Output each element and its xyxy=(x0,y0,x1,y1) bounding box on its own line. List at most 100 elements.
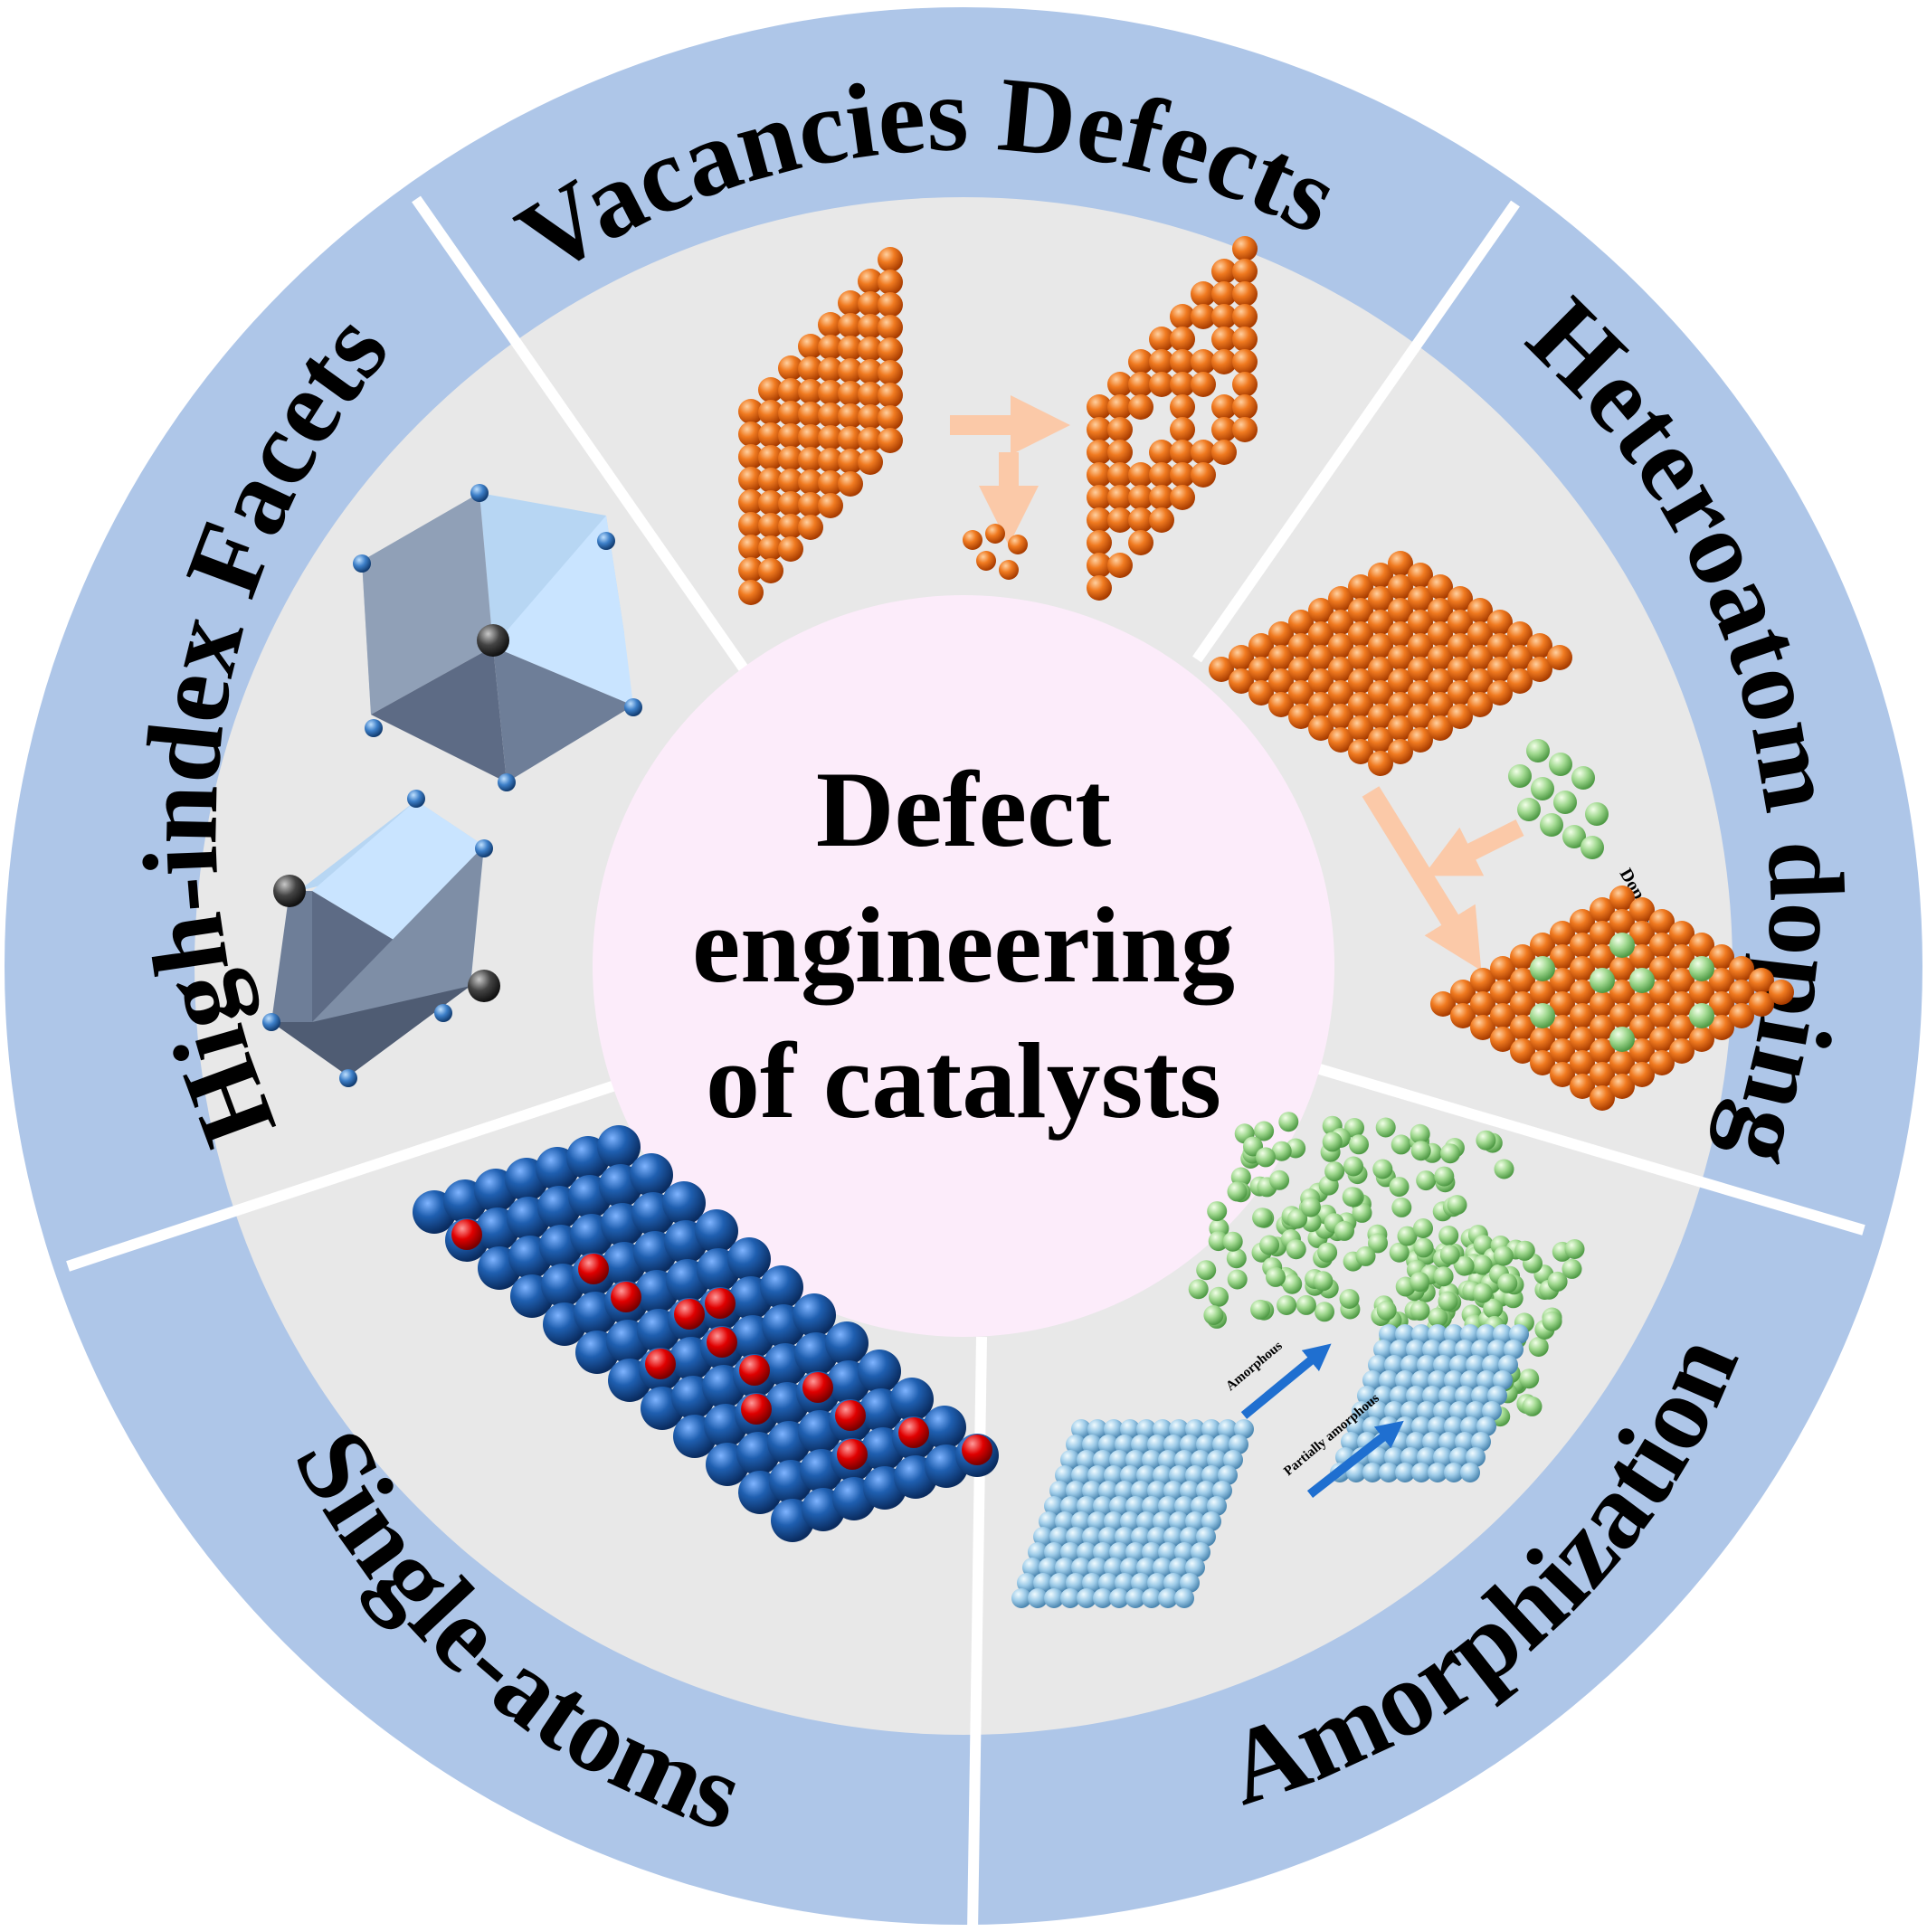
vertex-atom xyxy=(434,1004,452,1022)
orange-atom xyxy=(1470,1015,1495,1040)
orange-atom xyxy=(818,312,843,337)
orange-atom xyxy=(738,580,764,605)
orange-atom xyxy=(758,377,783,402)
orange-atom xyxy=(1211,259,1237,284)
orange-atom xyxy=(838,403,863,429)
center-title: Defect engineering of catalysts xyxy=(692,749,1235,1141)
orange-atom xyxy=(1649,909,1675,934)
crystal-atom xyxy=(1158,1542,1178,1562)
crystal-atom xyxy=(1125,1588,1145,1608)
orange-atom xyxy=(1170,372,1195,397)
amorphous-atom xyxy=(1188,1279,1209,1300)
crystal-atom xyxy=(1131,1527,1151,1547)
orange-atom xyxy=(1348,739,1373,764)
crystal-atom xyxy=(1120,1419,1140,1439)
orange-atom xyxy=(1211,417,1237,442)
crystal-atom xyxy=(1368,1355,1388,1375)
orange-atom xyxy=(1128,394,1153,420)
orange-atom xyxy=(1729,956,1754,981)
orange-atom xyxy=(1550,991,1575,1017)
crystal-atom xyxy=(1438,1386,1458,1406)
single-atom xyxy=(451,1219,482,1250)
amorphous-atom xyxy=(1440,1143,1460,1164)
orange-atom xyxy=(818,357,843,383)
vertex-atom xyxy=(353,554,371,573)
orange-atom xyxy=(1470,968,1495,993)
orange-atom xyxy=(1268,692,1294,717)
orange-atom xyxy=(1368,751,1393,776)
amorphous-atom xyxy=(1355,1245,1376,1266)
orange-atom xyxy=(1268,645,1294,670)
vertex-atom xyxy=(407,790,425,808)
orange-atom xyxy=(1669,944,1694,970)
orange-atom xyxy=(778,536,803,562)
crystal-atom xyxy=(1379,1463,1399,1482)
crystal-atom xyxy=(1346,1416,1366,1436)
crystal-atom xyxy=(1158,1450,1178,1470)
orange-atom xyxy=(1550,1062,1575,1087)
crystal-atom xyxy=(1400,1355,1420,1375)
crystal-atom xyxy=(1411,1370,1431,1390)
orange-atom xyxy=(818,425,843,450)
crystal-atom xyxy=(1460,1370,1480,1390)
orange-atom xyxy=(1649,1027,1675,1052)
orange-atom xyxy=(1087,394,1112,420)
orange-atom xyxy=(1191,349,1216,374)
crystal-atom xyxy=(1174,1450,1194,1470)
orange-atom xyxy=(858,382,883,407)
crystal-atom xyxy=(1218,1465,1238,1485)
orange-atom xyxy=(1348,621,1373,647)
orange-atom xyxy=(778,469,803,494)
orange-atom xyxy=(838,313,863,338)
crystal-atom xyxy=(1422,1386,1442,1406)
crystal-atom xyxy=(1428,1463,1448,1482)
crystal-atom xyxy=(1223,1450,1243,1470)
amorphous-atom xyxy=(1324,1161,1345,1182)
crystal-atom xyxy=(1352,1401,1372,1421)
orange-atom xyxy=(1570,1074,1595,1099)
crystal-atom xyxy=(1066,1435,1086,1454)
substrate-atom xyxy=(597,1125,641,1169)
orange-atom xyxy=(1308,692,1334,717)
orange-atom xyxy=(1408,704,1433,729)
crystal-atom xyxy=(1039,1558,1058,1577)
orange-atom xyxy=(838,381,863,406)
crystal-atom xyxy=(1180,1527,1200,1547)
single-atom xyxy=(835,1400,866,1431)
crystal-atom xyxy=(1082,1527,1102,1547)
orange-atom xyxy=(1470,991,1495,1017)
crystal-atom xyxy=(1158,1588,1178,1608)
crystal-atom xyxy=(1411,1416,1431,1436)
crystal-atom xyxy=(1379,1324,1399,1344)
crystal-atom xyxy=(1201,1465,1221,1485)
vacancy-lattice xyxy=(1087,236,1258,601)
orange-atom xyxy=(878,360,903,385)
corner-atom-dark xyxy=(468,970,500,1002)
orange-atom xyxy=(1107,462,1133,488)
crystal-atom xyxy=(1060,1542,1080,1562)
orange-atom xyxy=(1448,633,1473,658)
crystal-atom xyxy=(1147,1435,1167,1454)
amorphous-atom xyxy=(1256,1147,1276,1168)
orange-atom xyxy=(758,400,783,425)
orange-atom xyxy=(1408,657,1433,682)
crystal-atom xyxy=(1071,1465,1091,1485)
orange-atom xyxy=(758,535,783,561)
crystal-atom xyxy=(1444,1370,1464,1390)
orange-atom xyxy=(1149,372,1174,397)
orange-atom xyxy=(1689,933,1714,958)
orange-atom xyxy=(1570,956,1595,981)
orange-atom xyxy=(1408,633,1433,658)
crystal-atom xyxy=(1131,1573,1151,1593)
orange-atom xyxy=(1550,968,1575,993)
orange-atom xyxy=(778,514,803,539)
orange-atom xyxy=(1087,462,1112,488)
crystal-atom xyxy=(1201,1511,1221,1531)
amorphous-atom xyxy=(1472,1283,1493,1303)
orange-atom xyxy=(1530,980,1555,1005)
crystal-atom xyxy=(1044,1542,1064,1562)
orange-atom xyxy=(798,424,823,450)
crystal-atom xyxy=(1169,1558,1189,1577)
crystal-atom xyxy=(1417,1401,1437,1421)
orange-atom xyxy=(1211,327,1237,352)
